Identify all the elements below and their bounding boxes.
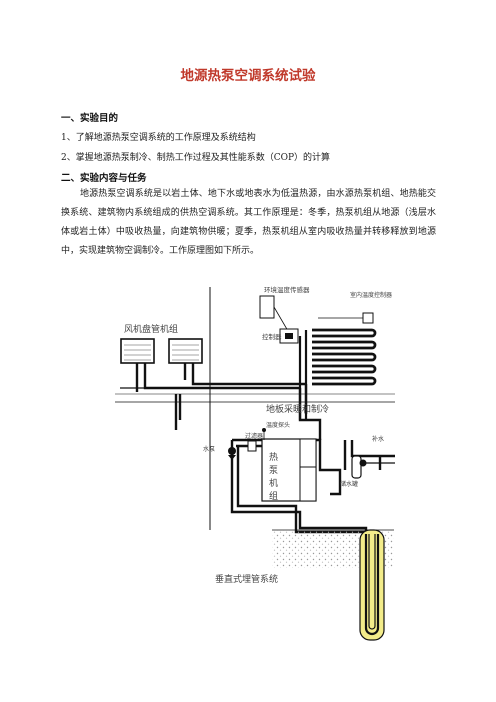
section-heading-objectives: 一、实验目的 <box>61 113 119 124</box>
storage-tank-icon <box>351 455 362 479</box>
env-sensor-label: 环境温度传感器 <box>264 285 310 294</box>
controller-box <box>279 328 299 344</box>
diagram-frame <box>115 287 395 530</box>
makeup-water-label: 补水 <box>372 435 384 443</box>
env-sensor-box <box>259 295 289 332</box>
ground-loop-label: 垂直式埋管系统 <box>215 573 278 585</box>
floor-heating-label: 地板采暖和制冷 <box>266 403 329 415</box>
fan-coil-label: 风机盘管机组 <box>124 323 178 335</box>
fan-coil-unit-1 <box>120 338 155 364</box>
objective-item-2: 2、掌握地源热泵制冷、制热工作过程及其性能系数（COP）的计算 <box>61 153 331 163</box>
controller-label: 控制器 <box>262 332 282 341</box>
heat-pump-label: 热泵机组 <box>267 451 278 504</box>
pump-icon <box>228 447 236 460</box>
room-temp-controller-box <box>318 312 374 324</box>
filter-icon <box>247 440 257 452</box>
indoor-pipes <box>120 363 322 440</box>
pump-label: 水泵 <box>203 445 215 453</box>
content-paragraph: 地源热泵空调系统是以岩土体、地下水或地表水为低温热源，由水源热泵机组、地热能交换… <box>61 189 436 256</box>
heat-pump-unit <box>261 438 317 502</box>
room-controller-label: 室内温度控制器 <box>350 291 392 299</box>
storage-tank-label: 储水罐 <box>340 480 358 488</box>
filter-label: 过滤器 <box>245 432 263 440</box>
makeup-valve-icon <box>359 459 395 467</box>
vertical-borehole <box>359 529 385 641</box>
temp-probe-label: 温度探头 <box>266 421 290 429</box>
objective-item-1: 1、了解地源热泵空调系统的工作原理及系统结构 <box>61 133 256 143</box>
temp-probe-icon <box>262 428 266 440</box>
section-heading-content: 二、实验内容与任务 <box>61 173 147 184</box>
fan-coil-unit-2 <box>168 338 203 364</box>
page-title: 地源热泵空调系统试验 <box>180 68 316 84</box>
